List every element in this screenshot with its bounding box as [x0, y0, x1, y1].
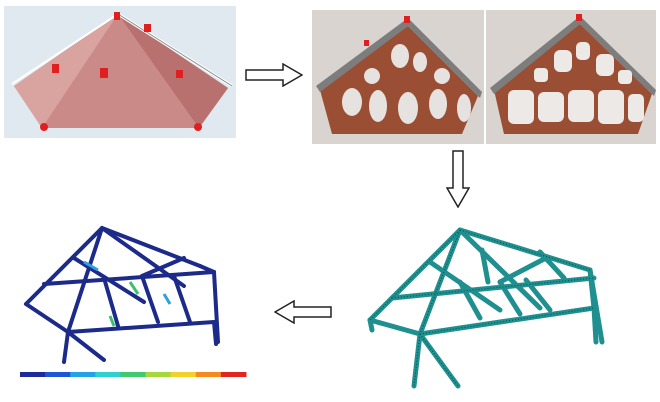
stress-result-panel [14, 222, 256, 392]
legend-segment [120, 372, 147, 377]
stress-highlights [83, 260, 172, 327]
load-markers [40, 12, 202, 131]
legend-segment [220, 372, 247, 377]
arrow-down-icon [446, 150, 470, 208]
roof-edge-left [11, 13, 119, 85]
load-marker-right [176, 70, 183, 78]
mesh-frame-members [367, 227, 605, 389]
support-marker-right [194, 123, 202, 131]
roof-edge-right-shade [117, 13, 233, 87]
arrow-left-icon [274, 300, 332, 324]
legend-segment [70, 372, 96, 377]
arrow-right-icon [245, 63, 303, 87]
result-frame-members [24, 226, 220, 364]
load-marker-left [52, 64, 59, 73]
topology-optimization-figure [312, 10, 656, 144]
roof-face-left [14, 14, 228, 128]
legend-segment [20, 372, 46, 377]
design-domain-panel [4, 6, 236, 138]
stress-result-figure [20, 226, 247, 377]
frame-mesh-figure [367, 227, 605, 389]
mesh-element-lines [369, 229, 595, 387]
topology-optimization-panel [312, 10, 656, 144]
topology-result-right [490, 14, 656, 134]
roof-face-back [14, 14, 118, 128]
roof-face-right [118, 14, 228, 128]
load-marker-apex [114, 12, 120, 20]
load-marker-center [100, 68, 108, 78]
support-marker-left [40, 123, 48, 131]
legend-segment [95, 372, 121, 377]
topology-result-left [316, 16, 482, 134]
frame-mesh-panel [350, 222, 616, 392]
design-domain-figure [4, 6, 236, 138]
legend-segment [195, 372, 222, 377]
legend-segment [170, 372, 197, 377]
legend-segment [45, 372, 71, 377]
legend-segment [145, 372, 172, 377]
load-marker-top-right [144, 24, 151, 32]
stress-legend-bar [20, 372, 247, 377]
